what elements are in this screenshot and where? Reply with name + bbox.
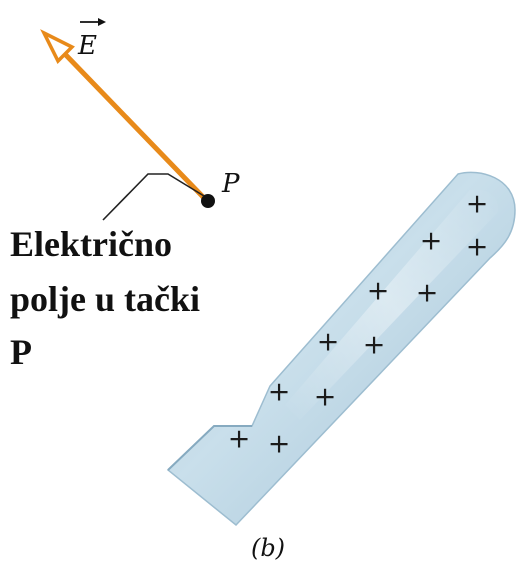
- rod-lower-edge: [167, 425, 252, 471]
- field-arrow-head: [40, 29, 75, 64]
- plus-charge: +: [420, 226, 443, 257]
- charged-rod: [166, 171, 516, 527]
- plus-charge: +: [268, 429, 291, 460]
- caption-line-3: P: [10, 332, 32, 372]
- plus-charge: +: [363, 330, 386, 361]
- caption: Električno polje u tački P: [10, 224, 200, 372]
- subfigure-label: (b): [251, 534, 285, 562]
- rod-highlight: [285, 189, 499, 420]
- plus-charge: +: [466, 232, 489, 263]
- caption-line-1: Električno: [10, 224, 172, 264]
- vector-label: E: [77, 31, 97, 61]
- field-vector: E: [40, 18, 209, 203]
- leader-line: [102, 173, 205, 221]
- plus-charge: +: [416, 278, 439, 309]
- plus-charge: +: [268, 377, 291, 408]
- positive-charges: + + + + + + + + + + +: [228, 189, 489, 460]
- plus-charge: +: [314, 382, 337, 413]
- plus-charge: +: [466, 189, 489, 220]
- plus-charge: +: [317, 327, 340, 358]
- plus-charge: +: [228, 424, 251, 455]
- vector-arrow-symbol: [80, 18, 106, 26]
- plus-charge: +: [367, 276, 390, 307]
- point-label: P: [221, 169, 240, 199]
- field-arrow-shaft: [59, 48, 209, 203]
- caption-line-2: polje u tački: [10, 279, 200, 319]
- point-p-dot: [201, 194, 215, 208]
